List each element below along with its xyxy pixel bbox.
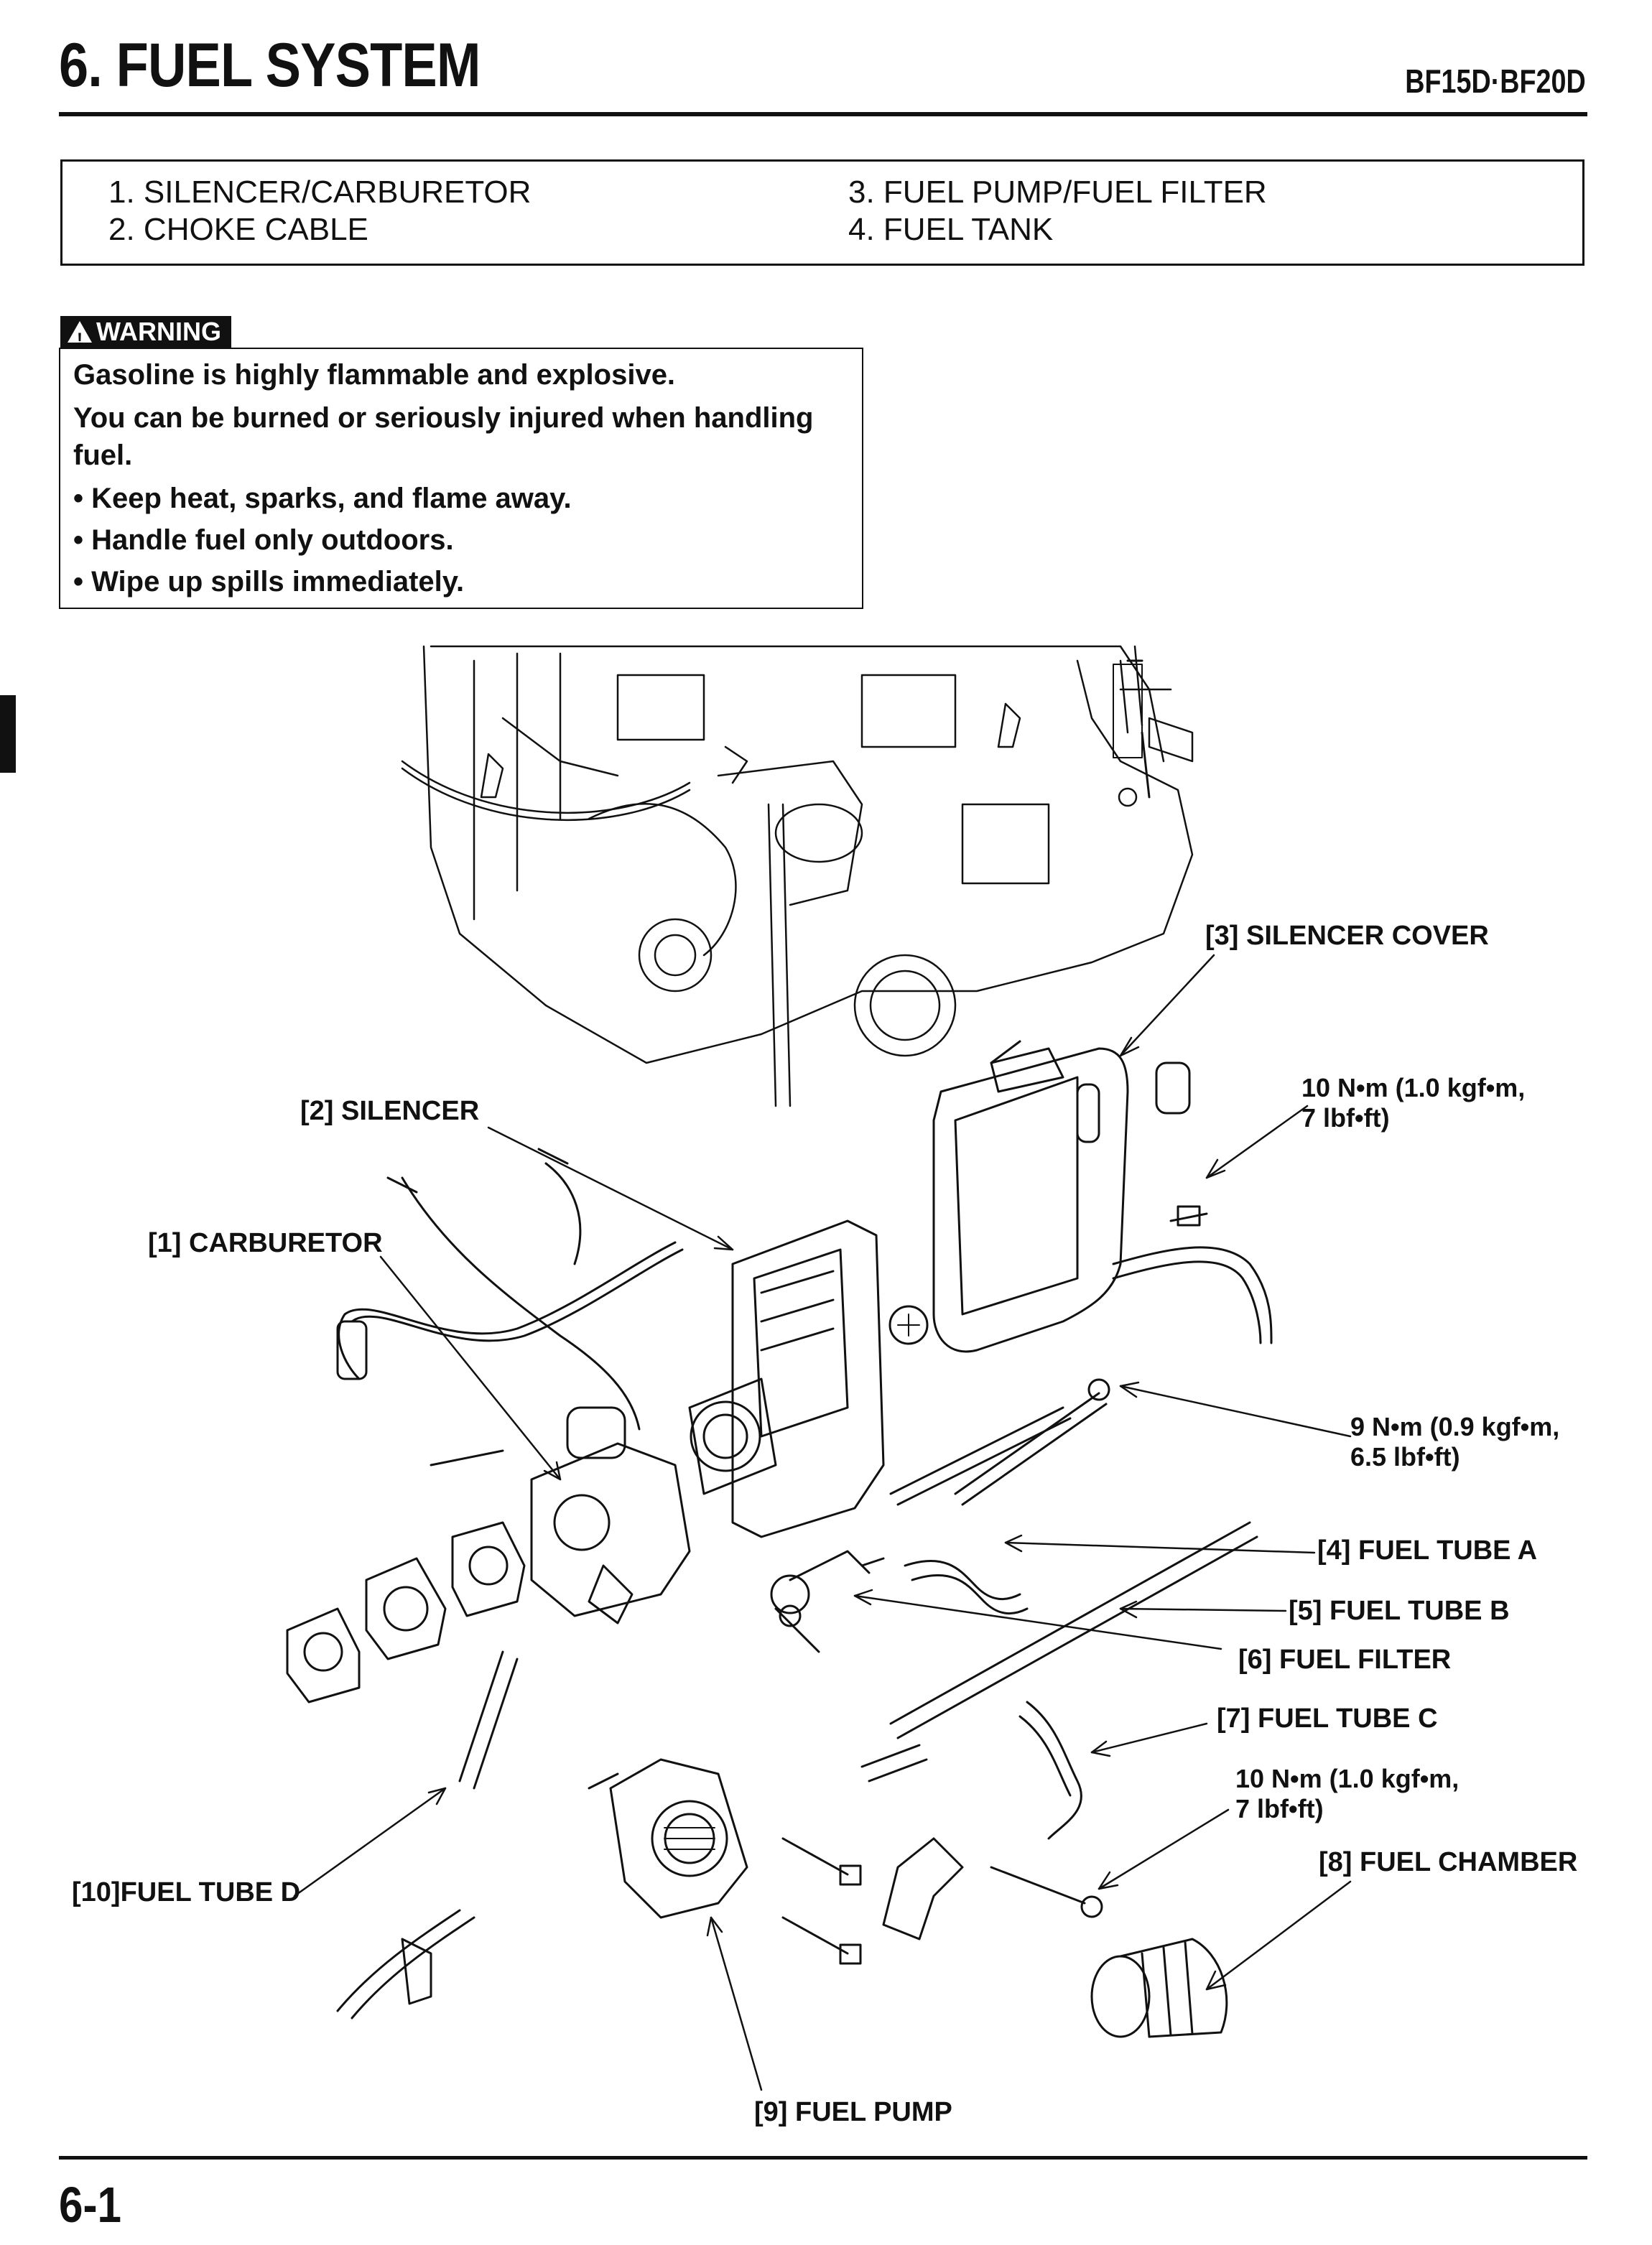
page-number: 6-1 xyxy=(59,2177,122,2233)
warning-triangle-icon: ! xyxy=(68,321,92,349)
warning-text: Gasoline is highly flammable and explosi… xyxy=(73,359,676,391)
torque-spec-line: 9 N•m (0.9 kgf•m, xyxy=(1350,1412,1560,1441)
silencer-drawing xyxy=(731,1219,929,1538)
footer-rule xyxy=(59,2156,1587,2160)
warning-badge-label: WARNING xyxy=(96,317,221,346)
model-number: BF15D·BF20D xyxy=(1405,62,1586,100)
contents-item[interactable]: 2. CHOKE CABLE xyxy=(108,212,368,247)
section-tab-marker xyxy=(0,695,16,773)
section-title: 6. FUEL SYSTEM xyxy=(59,31,481,100)
callout-fuel-tube-c: [7] FUEL TUBE C xyxy=(1217,1703,1438,1734)
callout-fuel-tube-b: [5] FUEL TUBE B xyxy=(1289,1596,1510,1626)
warning-text: You can be burned or seriously injured w… xyxy=(73,402,814,471)
callout-carburetor: [1] CARBURETOR xyxy=(148,1228,383,1258)
callout-fuel-tube-d: [10]FUEL TUBE D xyxy=(72,1877,301,1907)
callout-leaders xyxy=(293,954,1352,2091)
gaskets-drawing xyxy=(286,1521,526,1703)
fuel-pump-drawing xyxy=(588,1758,748,1919)
hoses-drawing xyxy=(336,1148,1273,1467)
callout-silencer: [2] SILENCER xyxy=(300,1096,480,1126)
fuel-tube-d-drawing xyxy=(336,1650,964,2019)
warning-box: Gasoline is highly flammable and explosi… xyxy=(59,348,863,609)
warning-badge: ! WARNING xyxy=(60,316,231,349)
callout-fuel-tube-a: [4] FUEL TUBE A xyxy=(1317,1535,1538,1566)
contents-item[interactable]: 4. FUEL TANK xyxy=(848,212,1054,247)
callout-silencer-cover: [3] SILENCER COVER xyxy=(1205,921,1489,951)
warning-bullet: • Wipe up spills immediately. xyxy=(73,566,465,598)
callout-fuel-pump: [9] FUEL PUMP xyxy=(754,2097,952,2127)
warning-bullet: • Keep heat, sparks, and flame away. xyxy=(73,483,572,514)
torque-spec-line: 7 lbf•ft) xyxy=(1301,1103,1390,1133)
torque-spec-line: 6.5 lbf•ft) xyxy=(1350,1442,1460,1472)
warning-bullet: • Handle fuel only outdoors. xyxy=(73,524,454,556)
silencer-cover-drawing xyxy=(932,1047,1191,1353)
engine-block-drawing xyxy=(401,645,1194,1107)
contents-box: 1. SILENCER/CARBURETOR 2. CHOKE CABLE 3.… xyxy=(60,159,1584,266)
header-rule xyxy=(59,112,1587,116)
fuel-tubes-drawing xyxy=(860,1521,1258,1840)
torque-spec-fuel-chamber: 10 N•m (1.0 kgf•m, 7 lbf•ft) xyxy=(1235,1764,1459,1824)
torque-spec-line: 10 N•m (1.0 kgf•m, xyxy=(1301,1073,1526,1102)
carburetor-drawing xyxy=(530,1377,777,1625)
torque-spec-silencer-cover: 10 N•m (1.0 kgf•m, 7 lbf•ft) xyxy=(1301,1073,1525,1133)
bolts-drawing xyxy=(781,659,1208,1965)
torque-spec-studs: 9 N•m (0.9 kgf•m, 6.5 lbf•ft) xyxy=(1350,1412,1559,1472)
contents-item[interactable]: 1. SILENCER/CARBURETOR xyxy=(108,175,532,210)
callout-fuel-filter: [6] FUEL FILTER xyxy=(1238,1645,1452,1675)
contents-item[interactable]: 3. FUEL PUMP/FUEL FILTER xyxy=(848,175,1267,210)
torque-spec-line: 10 N•m (1.0 kgf•m, xyxy=(1235,1764,1460,1793)
callout-fuel-chamber: [8] FUEL CHAMBER xyxy=(1319,1847,1578,1877)
torque-spec-line: 7 lbf•ft) xyxy=(1235,1794,1324,1823)
fuel-filter-drawing xyxy=(770,1550,885,1653)
